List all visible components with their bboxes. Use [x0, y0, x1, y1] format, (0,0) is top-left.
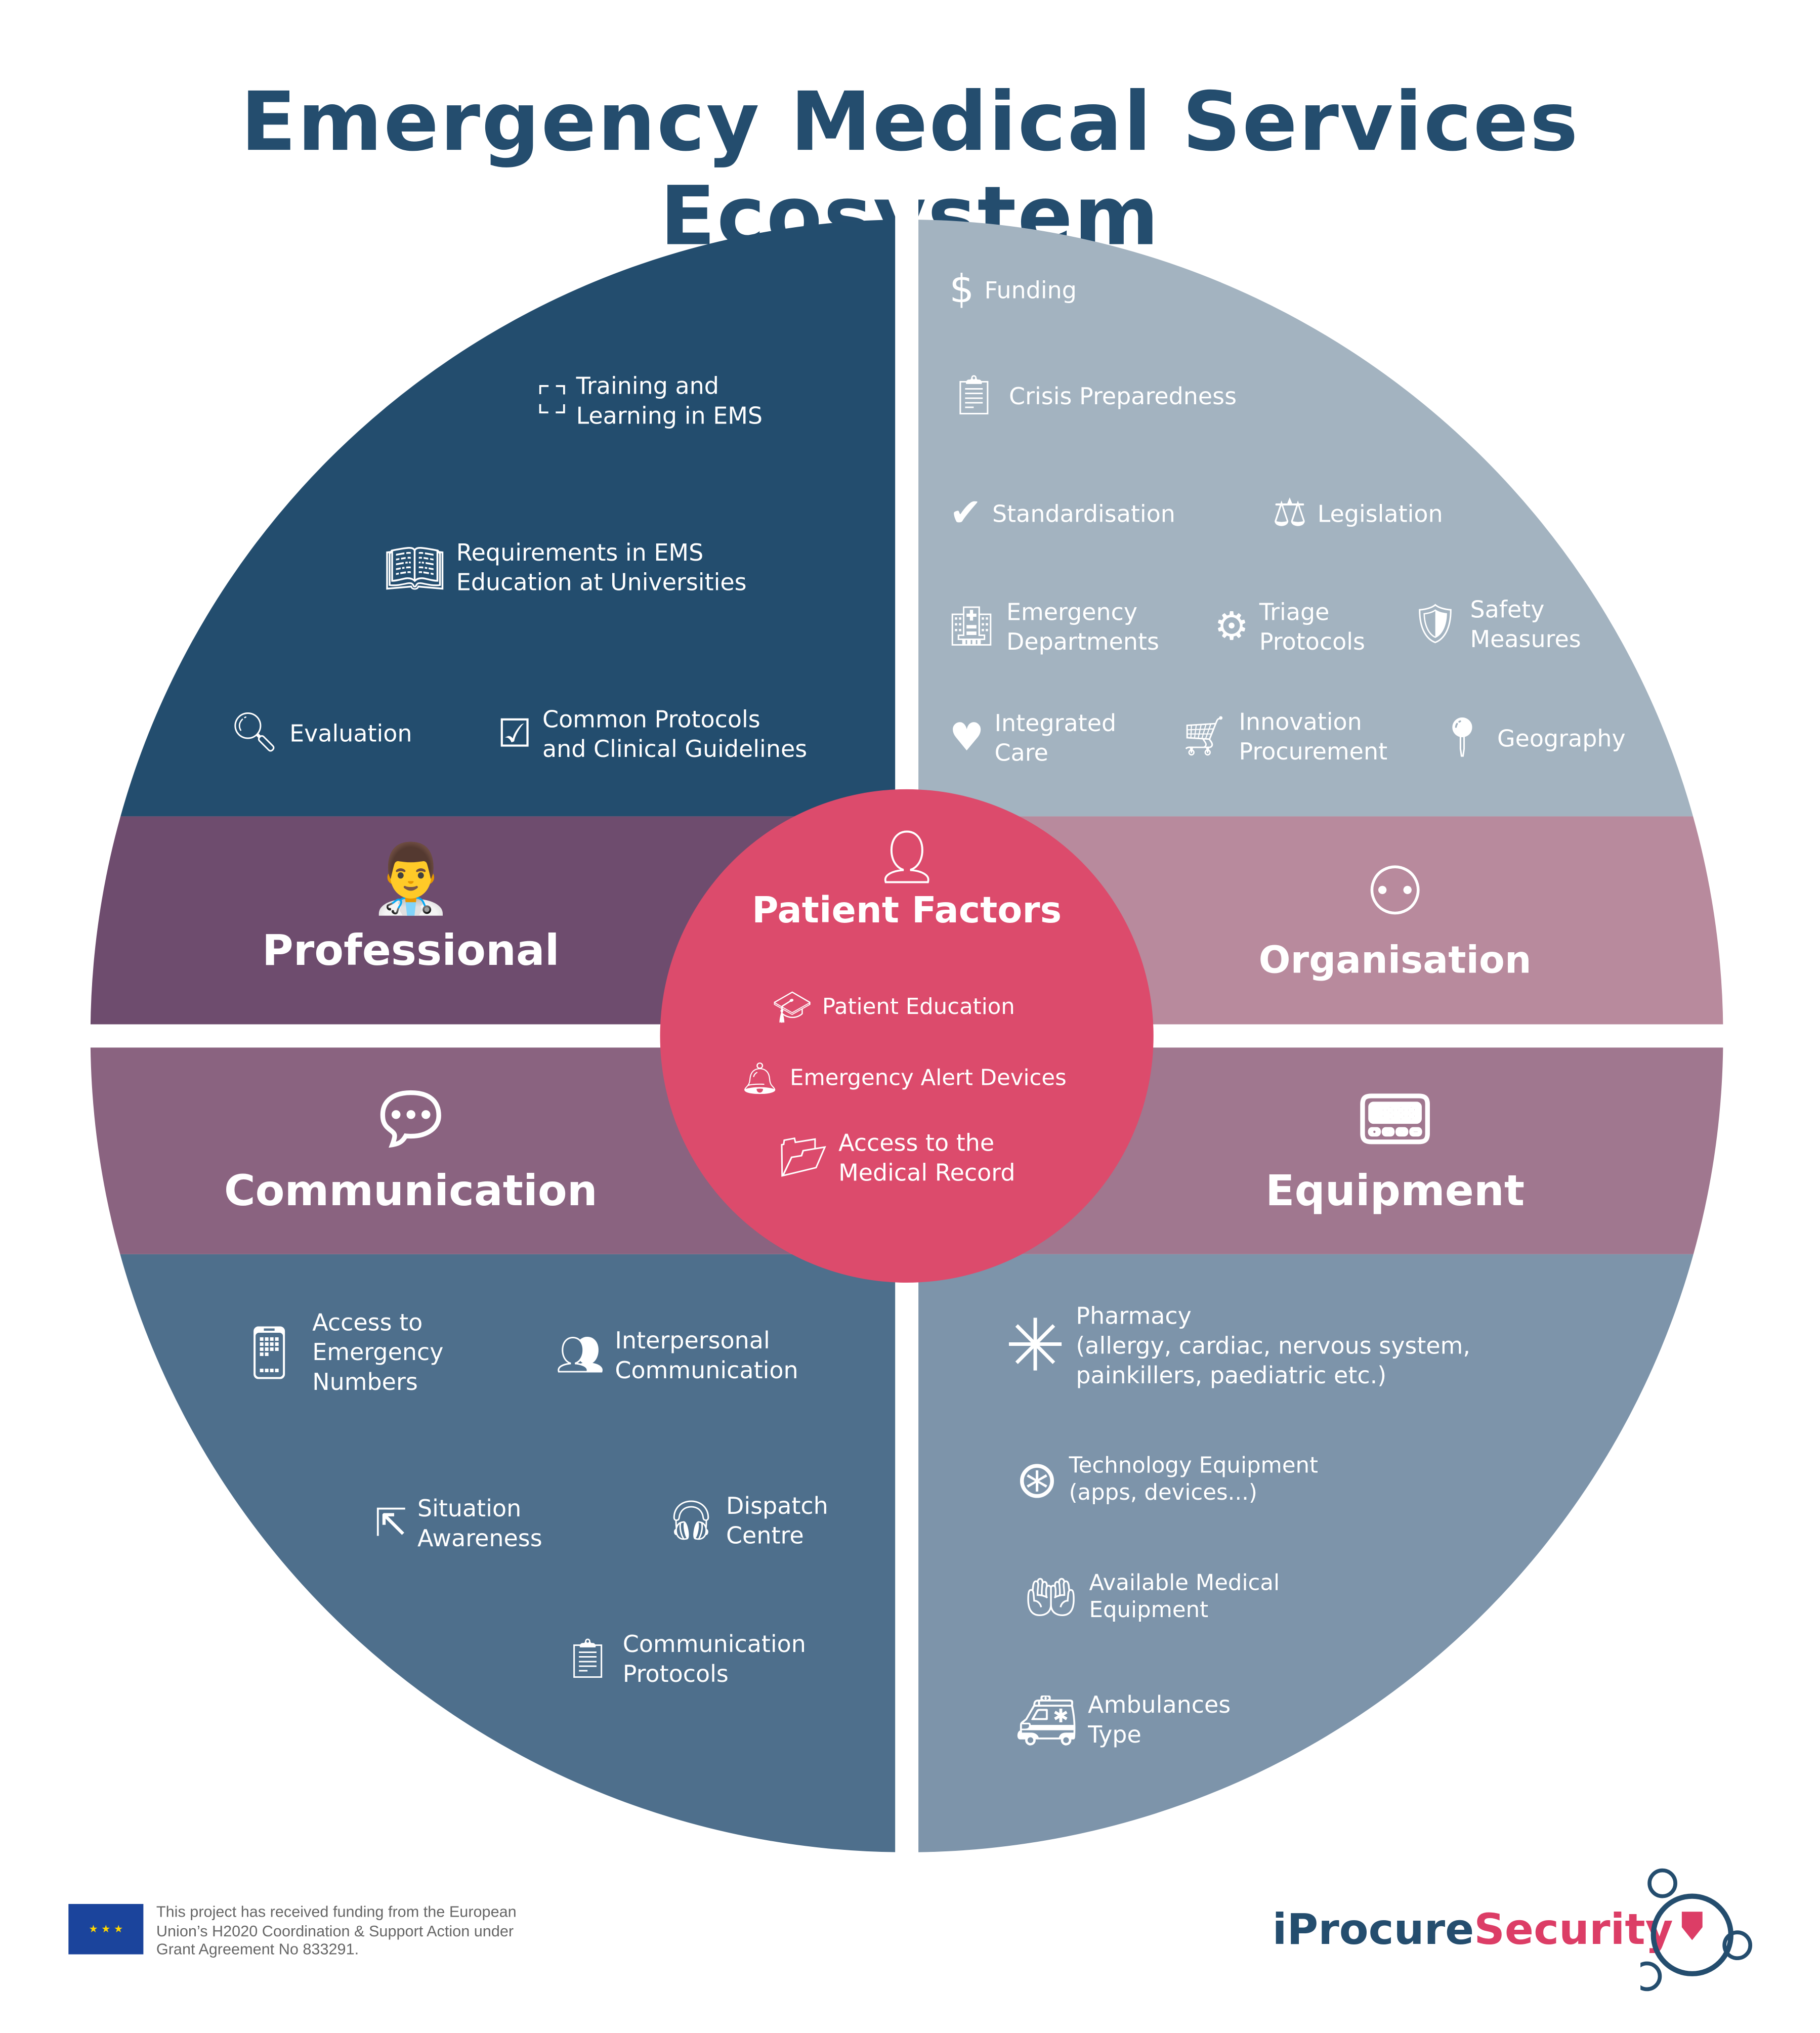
chat-bubbles-icon: 💬︎: [368, 1081, 454, 1159]
category-communication: 💬︎Communication: [191, 1080, 630, 1216]
book-icon: 📖︎: [384, 540, 446, 597]
item-patient-education: 🎓︎Patient Education: [773, 988, 1015, 1027]
logo-cart-icon: [1640, 1868, 1753, 1992]
eu-flag-icon: ★ ★ ★: [68, 1903, 144, 1955]
alarm-bell-icon: 🔔︎: [740, 1060, 780, 1097]
headset-icon: 🎧︎: [666, 1498, 716, 1544]
people-chat-icon: 👥︎: [555, 1333, 605, 1378]
gavel-icon: ⚖: [1272, 491, 1307, 536]
item-legislation: ⚖Legislation: [1272, 491, 1443, 536]
smartphone-icon: 📱︎: [236, 1323, 302, 1383]
item-innovation-procurement: 🛒︎Innovation Procurement: [1179, 709, 1388, 766]
gear-icon: ⚙: [1214, 604, 1249, 650]
presentation-icon: ⛶: [538, 378, 566, 424]
item-standardisation: ✔Standardisation: [949, 491, 1175, 536]
item-evaluation: 🔍︎Evaluation: [230, 710, 412, 756]
medical-folder-icon: 📂︎: [779, 1135, 828, 1181]
monitor-icon: 📟︎: [1352, 1081, 1438, 1159]
category-professional: 👨‍⚕️︎Professional: [191, 839, 630, 976]
shield-check-icon: 🛡︎: [1410, 602, 1460, 648]
professional-quadrant: [90, 219, 907, 817]
item-emergency-departments: 🏥︎Emergency Departments: [947, 599, 1159, 656]
item-triage: ⚙Triage Protocols: [1214, 599, 1365, 656]
funding-icon: $: [949, 267, 975, 313]
item-safety: 🛡︎Safety Measures: [1410, 597, 1581, 654]
clipboard-icon: 📋︎: [949, 373, 999, 419]
item-medical-equipment: 🤲︎Available Medical Equipment: [1023, 1571, 1280, 1624]
graduation-cap-icon: 🎓︎: [772, 989, 812, 1026]
hospital-icon: 🏥︎: [947, 604, 996, 650]
patient-factors: 👤︎ Patient Factors: [710, 827, 1103, 931]
checklist-icon: 📋︎: [563, 1636, 613, 1682]
item-interpersonal: 👥︎Interpersonal Communication: [555, 1328, 798, 1385]
funding-notice: This project has received funding from t…: [156, 1902, 517, 1959]
item-pharmacy: ✳Pharmacy (allergy, cardiac, nervous sys…: [1005, 1303, 1471, 1390]
item-technology: ⊛Technology Equipment (apps, devices...): [1015, 1450, 1319, 1510]
map-pin-icon: 📍︎: [1437, 715, 1487, 761]
person-icon: 👤︎: [874, 828, 940, 887]
item-requirements: 📖︎Requirements in EMS Education at Unive…: [384, 540, 747, 597]
person-arrows-icon: ⇱: [374, 1501, 407, 1546]
item-medical-record: 📂︎Access to the Medical Record: [779, 1130, 1015, 1188]
heart-plus-icon: ♥: [949, 715, 985, 761]
iprocuresecurity-logo: iProcureSecurity: [1273, 1868, 1753, 1992]
star-of-life-icon: ✳: [1005, 1304, 1066, 1388]
clipboard-check-icon: ✔: [949, 491, 982, 536]
evaluation-icon: 🔍︎: [230, 710, 279, 756]
hand-icon: 🤲︎: [1023, 1572, 1079, 1624]
doctor-icon: 👨‍⚕️︎: [369, 840, 453, 919]
circuit-icon: ⊛: [1015, 1450, 1059, 1510]
item-emergency-numbers: 📱︎Access to Emergency Numbers: [236, 1309, 444, 1396]
item-integrated-care: ♥Integrated Care: [949, 710, 1117, 768]
item-training: ⛶Training and Learning in EMS: [538, 373, 763, 431]
item-ambulances: 🚑︎Ambulances Type: [1015, 1692, 1231, 1749]
patient-factors-circle: [660, 789, 1154, 1283]
category-organisation: ⚇Organisation: [1175, 853, 1615, 982]
checklist-icon: ☑: [497, 711, 532, 757]
item-common-protocols: ☑Common Protocols and Clinical Guideline…: [497, 706, 808, 764]
cart-icon: 🛒︎: [1179, 714, 1229, 760]
item-crisis: 📋︎Crisis Preparedness: [949, 373, 1237, 419]
ambulance-icon: 🚑︎: [1015, 1692, 1078, 1749]
item-dispatch-centre: 🎧︎Dispatch Centre: [666, 1493, 828, 1550]
item-geography: 📍︎Geography: [1437, 715, 1626, 761]
item-situation-awareness: ⇱Situation Awareness: [374, 1496, 542, 1553]
hierarchy-icon: ⚇: [1365, 854, 1425, 931]
item-alert-devices: 🔔︎Emergency Alert Devices: [740, 1059, 1067, 1098]
category-equipment: 📟︎Equipment: [1175, 1080, 1615, 1216]
item-communication-protocols: 📋︎Communication Protocols: [563, 1631, 806, 1688]
item-funding: $Funding: [949, 267, 1077, 313]
